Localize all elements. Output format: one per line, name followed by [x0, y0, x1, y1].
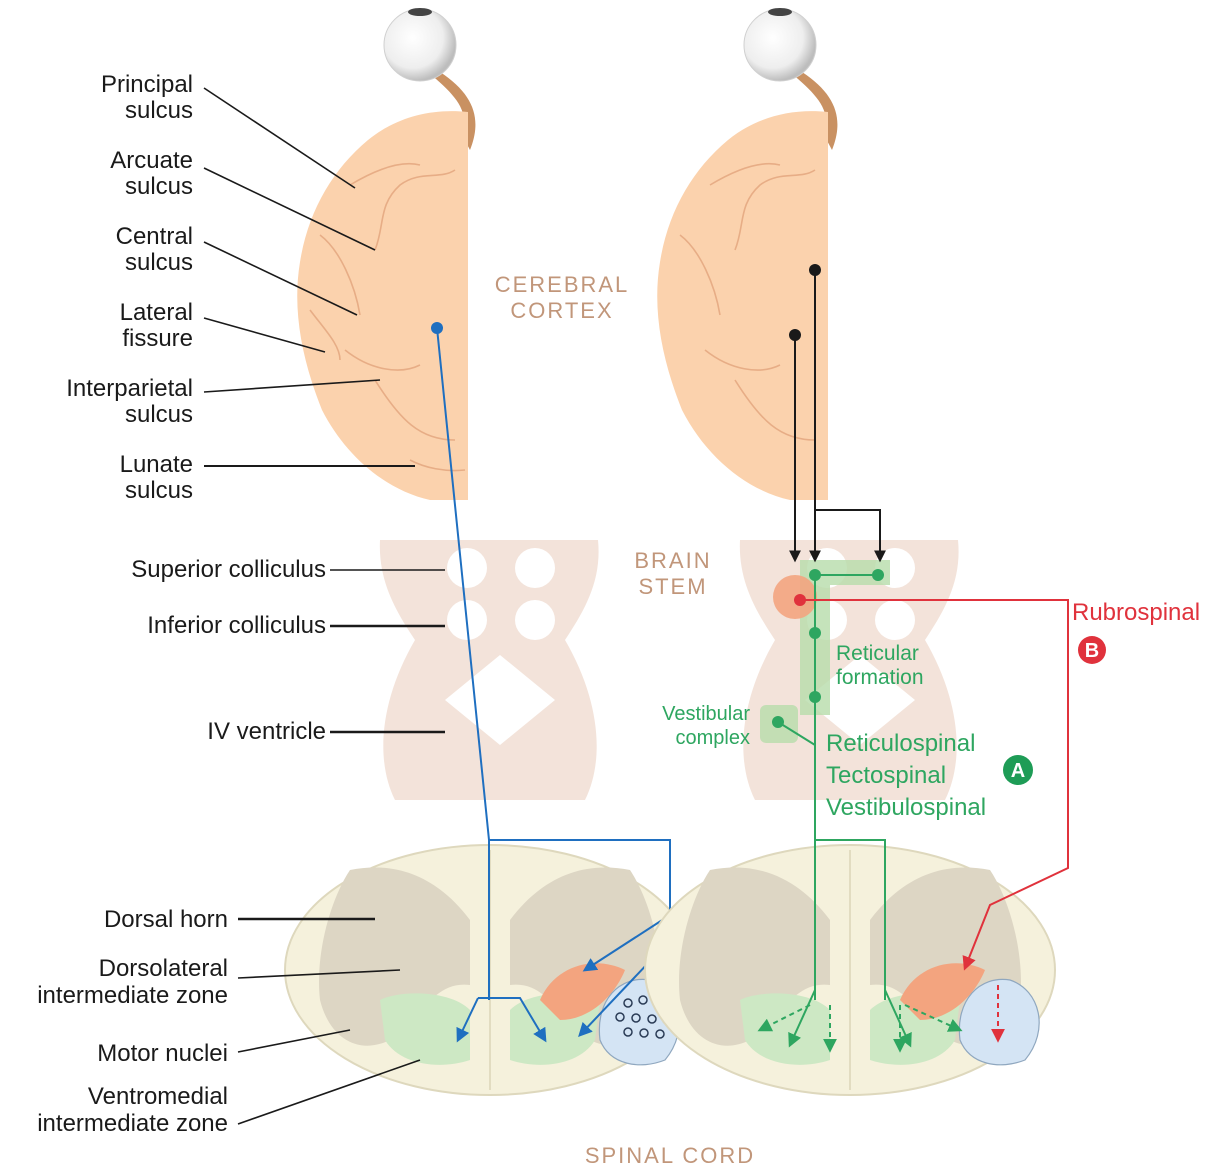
cortex-blue-origin-dot [431, 322, 443, 334]
inferior-colliculus-label: Inferior colliculus [147, 612, 326, 639]
dorsal-horn-label: Dorsal horn [104, 906, 228, 933]
superior-colliculus-label: Superior colliculus [131, 556, 326, 583]
motor-nuclei-label: Motor nuclei [97, 1040, 228, 1067]
badge-a-letter: A [1011, 760, 1025, 782]
rubrospinal-label: Rubrospinal [1072, 599, 1200, 626]
red-nucleus-dot [794, 594, 806, 606]
iv-ventricle-label: IV ventricle [207, 718, 326, 745]
right-spinal-cord [645, 845, 1055, 1095]
badge-b-letter: B [1085, 640, 1099, 662]
cortex-black-dot-lower [789, 329, 801, 341]
cortex-black-dot-upper [809, 264, 821, 276]
spinal-cord-label: SPINAL CORD [585, 1143, 755, 1168]
